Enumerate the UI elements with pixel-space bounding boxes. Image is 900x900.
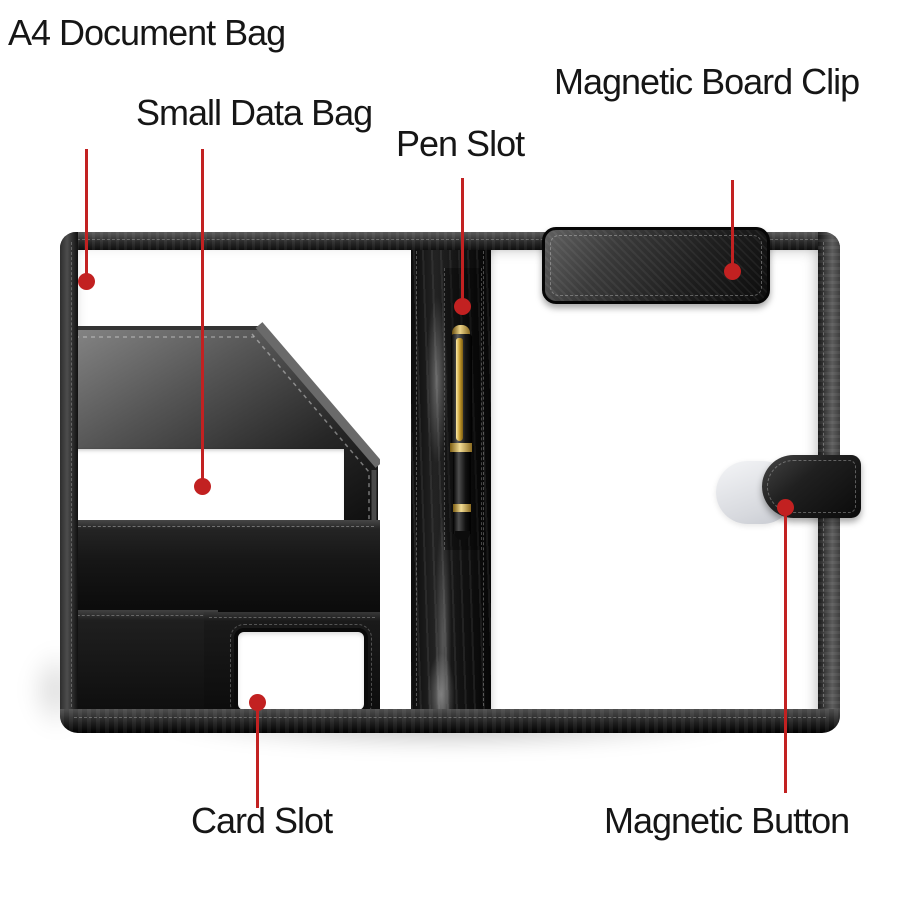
horizontal-pocket <box>62 520 380 612</box>
callout-line-small-data-bag <box>201 149 204 487</box>
label-magnetic-button: Magnetic Button <box>604 800 850 841</box>
pen-cap-band <box>450 443 472 452</box>
pen-barrel-band <box>453 504 471 512</box>
pen-tip <box>455 531 470 540</box>
callout-line-magnetic-button <box>784 508 787 793</box>
label-magnetic-board-clip: Magnetic Board Clip <box>554 61 860 102</box>
folder-frame-left <box>60 232 78 732</box>
callout-line-card-slot <box>256 702 259 808</box>
label-card-slot: Card Slot <box>191 800 333 841</box>
label-pen-slot: Pen Slot <box>396 123 525 164</box>
callout-dot-card-slot <box>249 694 266 711</box>
label-small-data-bag: Small Data Bag <box>136 92 373 133</box>
callout-line-a4-document-bag <box>85 149 88 283</box>
callout-line-pen-slot <box>461 178 464 308</box>
pen-barrel <box>453 452 471 534</box>
callout-dot-a4-document-bag <box>78 273 95 290</box>
card-window <box>230 624 372 718</box>
callout-dot-small-data-bag <box>194 478 211 495</box>
folder-spine <box>411 240 491 712</box>
callout-dot-magnetic-board-clip <box>724 263 741 280</box>
folder-frame-bottom <box>60 709 840 733</box>
lower-left-pocket <box>62 610 218 713</box>
label-a4-document-bag: A4 Document Bag <box>8 12 286 53</box>
callout-dot-magnetic-button <box>777 499 794 516</box>
pen-pocket-clip <box>456 338 463 441</box>
callout-dot-pen-slot <box>454 298 471 315</box>
callout-line-magnetic-board-clip <box>731 180 734 272</box>
